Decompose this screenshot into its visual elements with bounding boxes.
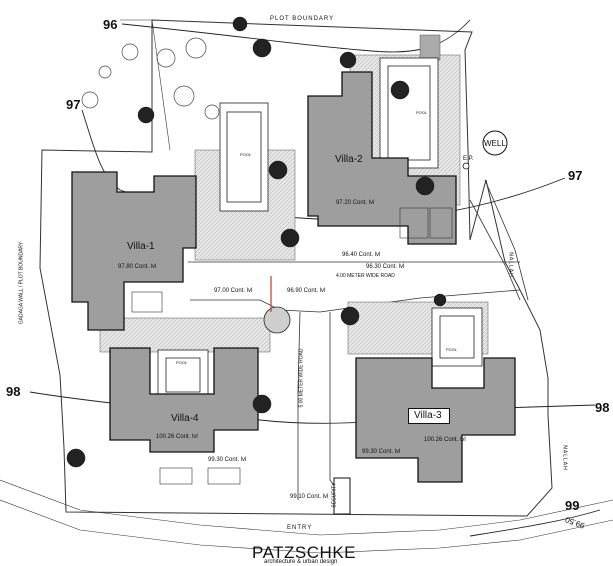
villa-buildings [71, 71, 516, 483]
brand-tagline: architecture & urban design [264, 559, 338, 565]
gadaga-wall-label: GADAGA WALL / PLOT BOUNDARY [18, 241, 25, 325]
nallah-label-upper: NALLAH [507, 252, 514, 278]
shrub-icons [81, 37, 220, 120]
ep-marker-icon [462, 162, 470, 170]
villa-2-footprint [307, 71, 457, 245]
contour-label-99: 99 [565, 498, 580, 513]
contour-label-97-right: 97 [568, 168, 583, 183]
palm-tree-icons [66, 16, 447, 468]
contour-label-96: 96 [103, 17, 118, 32]
level-97-00: 97.00 Cont. lvl [214, 288, 253, 294]
contour-label-98-left: 98 [6, 384, 21, 399]
well-label: WELL [484, 139, 506, 148]
level-99-30-villa-3: 99.30 Cont. lvl [362, 449, 401, 455]
security-label: SECURITY [331, 482, 338, 508]
villa-2-name: Villa-2 [335, 154, 363, 165]
villa-3-level: 100.26 Cont. lvl [424, 437, 466, 443]
villa-3-name: Villa-3 [414, 410, 442, 421]
nallah-label-lower: NALLAH [561, 445, 568, 471]
parking-blocks [131, 207, 453, 485]
level-96-90: 96.90 Cont. lvl [287, 288, 326, 294]
plot-boundary-label: PLOT BOUNDARY [270, 16, 335, 22]
road-5m-label: 5.00 METER WIDE ROAD [298, 348, 305, 408]
roundabout [263, 306, 291, 334]
well-icon [482, 130, 508, 156]
pool-label-villa-3: POOL [446, 347, 458, 352]
contour-label-98-right: 98 [595, 400, 610, 415]
security-cabin [333, 477, 351, 515]
pools [157, 57, 483, 401]
villa-1-name: Villa-1 [127, 241, 155, 252]
villa-1-footprint [71, 171, 197, 331]
road-4m-label: 4.00 METER WIDE ROAD [336, 273, 395, 279]
villa-4-name: Villa-4 [171, 413, 199, 424]
villa-4-level: 100.26 Cont. lvl [156, 434, 198, 440]
villa-1-level: 97.80 Cont. lvl [118, 264, 157, 270]
ep-label: E.P. [463, 156, 474, 162]
villa-3-name-box [408, 408, 450, 424]
level-99-30-villa-4: 99.30 Cont. lvl [208, 457, 247, 463]
pool-label-villa-4: POOL [176, 360, 188, 365]
level-96-40: 96.40 Cont. lvl [342, 252, 381, 258]
villa-4-footprint [109, 347, 259, 453]
pool-label-villa-1: POOL [240, 152, 252, 157]
pool-label-villa-2: POOL [416, 110, 428, 115]
level-96-30: 96.30 Cont. lvl [366, 264, 405, 270]
brand-name: PATZSCHKE [252, 543, 356, 562]
villa-2-level: 97.20 Cont. lvl [336, 200, 375, 206]
level-99-10: 99.10 Cont. lvl [290, 494, 329, 500]
entry-label: ENTRY [287, 525, 313, 531]
contour-label-97-left: 97 [66, 97, 81, 112]
